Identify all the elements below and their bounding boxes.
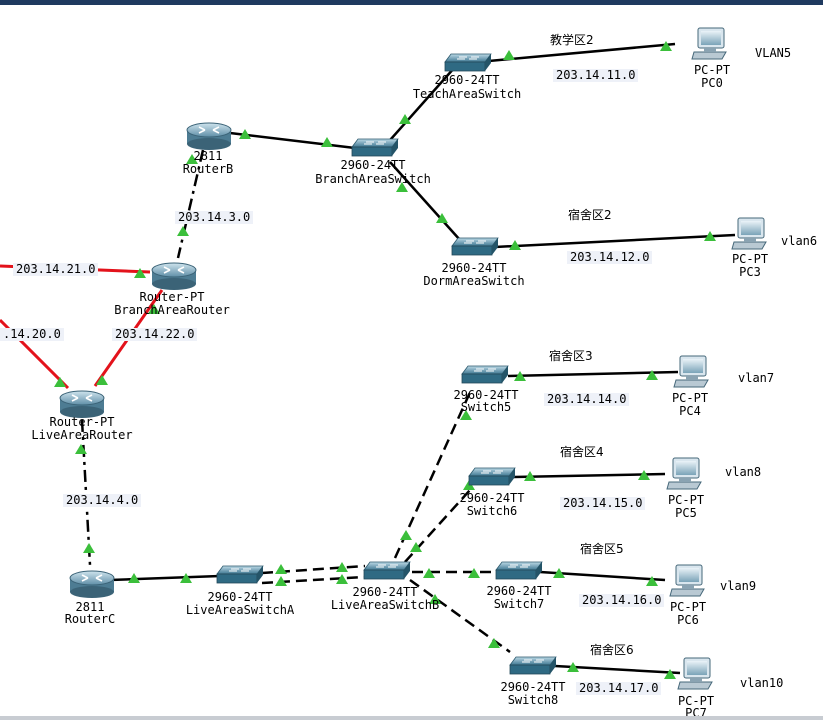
device-name-label: LiveAreaRouter (31, 428, 133, 442)
device-model-label: 2960-24TT (352, 585, 418, 599)
device-name-label: LiveAreaSwitchA (185, 603, 295, 617)
zone-label: 宿舍区4 (560, 445, 604, 459)
device-name-label: TeachAreaSwitch (412, 87, 522, 101)
network-label: 203.14.11.0 (553, 69, 639, 82)
pc-icon[interactable] (676, 656, 716, 692)
device-name-label: BranchAreaRouter (114, 303, 230, 317)
window-bottom-border (0, 716, 823, 720)
device-model-label: Router-PT (49, 415, 115, 429)
network-label: 203.14.21.0 (13, 263, 99, 276)
device-name-label: Switch8 (507, 693, 559, 707)
device-name-label: PC3 (739, 265, 761, 279)
device-name-label: RouterB (182, 162, 234, 176)
switch-icon[interactable] (460, 364, 510, 386)
device-model-label: 2960-24TT (441, 261, 507, 275)
network-label: .14.20.0 (0, 328, 64, 341)
switch-icon[interactable] (467, 466, 517, 488)
zone-label: 宿舍区3 (549, 349, 593, 363)
network-label: 203.14.3.0 (175, 211, 254, 224)
device-model-label: PC-PT (693, 63, 731, 77)
device-name-label: PC4 (679, 404, 701, 418)
device-model-label: 2960-24TT (453, 388, 519, 402)
network-label: 203.14.14.0 (544, 393, 630, 406)
device-model-label: 2960-24TT (340, 158, 406, 172)
device-model-label: PC-PT (667, 493, 705, 507)
link-routerb-branchsw (229, 131, 356, 150)
device-model-label: 2960-24TT (486, 584, 552, 598)
switch-icon[interactable] (350, 137, 400, 159)
zone-label: 教学区2 (550, 33, 594, 47)
link-switch6-pc5 (513, 472, 666, 479)
vlan-label: VLAN5 (755, 46, 792, 60)
device-model-label: 2811 (75, 600, 105, 614)
device-model-label: 2960-24TT (459, 491, 525, 505)
zone-label: 宿舍区2 (568, 208, 612, 222)
network-label: 203.14.4.0 (63, 494, 142, 507)
device-model-label: PC-PT (731, 252, 769, 266)
router-icon[interactable] (150, 258, 198, 290)
network-label: 203.14.22.0 (112, 328, 198, 341)
link-switch5-pc4 (507, 370, 679, 378)
network-label: 203.14.16.0 (579, 594, 665, 607)
zone-label: 宿舍区6 (590, 643, 634, 657)
link-routerc-liveswa (109, 574, 221, 582)
device-name-label: PC5 (675, 506, 697, 520)
device-name-label: BranchAreaSwitch (315, 172, 431, 186)
device-model-label: 2960-24TT (207, 590, 273, 604)
switch-icon[interactable] (508, 655, 558, 677)
device-name-label: Switch6 (466, 504, 518, 518)
link-liveswb-switch5 (393, 387, 474, 559)
device-name-label: RouterC (64, 612, 116, 626)
pc-icon[interactable] (665, 456, 705, 492)
switch-icon[interactable] (215, 564, 265, 586)
pc-icon[interactable] (730, 216, 770, 252)
link-routerb-branchrtr (176, 149, 205, 259)
vlan-label: vlan9 (720, 579, 757, 593)
device-name-label: Switch7 (493, 597, 545, 611)
device-name-label: Switch5 (460, 400, 512, 414)
pc-icon[interactable] (668, 563, 708, 599)
switch-icon[interactable] (494, 560, 544, 582)
zone-label: 宿舍区5 (580, 542, 624, 556)
router-icon[interactable] (58, 386, 106, 418)
link-branchsw-dormsw (389, 161, 461, 241)
device-name-label: DormAreaSwitch (423, 274, 525, 288)
device-model-label: 2960-24TT (434, 73, 500, 87)
vlan-label: vlan7 (738, 371, 775, 385)
device-name-label: PC6 (677, 613, 699, 627)
device-model-label: 2960-24TT (500, 680, 566, 694)
network-label: 203.14.15.0 (560, 497, 646, 510)
switch-icon[interactable] (450, 236, 500, 258)
network-label: 203.14.12.0 (567, 251, 653, 264)
window-top-border (0, 0, 823, 5)
device-model-label: PC-PT (677, 694, 715, 708)
link-branchsw-teachsw (382, 66, 456, 149)
pc-icon[interactable] (672, 354, 712, 390)
switch-icon[interactable] (443, 52, 493, 74)
device-model-label: PC-PT (669, 600, 707, 614)
switch-icon[interactable] (362, 560, 412, 582)
router-icon[interactable] (68, 566, 116, 598)
device-model-label: 2811 (193, 149, 223, 163)
port-status-markers (54, 41, 716, 679)
network-label: 203.14.17.0 (576, 682, 662, 695)
vlan-label: vlan6 (781, 234, 818, 248)
device-model-label: Router-PT (139, 290, 205, 304)
link-dormsw-pc3 (494, 233, 736, 249)
device-name-label: LiveAreaSwitchB (330, 598, 440, 612)
vlan-label: vlan10 (740, 676, 784, 690)
device-name-label: PC0 (701, 76, 723, 90)
pc-icon[interactable] (690, 26, 730, 62)
device-model-label: PC-PT (671, 391, 709, 405)
router-icon[interactable] (185, 118, 233, 150)
vlan-label: vlan8 (725, 465, 762, 479)
